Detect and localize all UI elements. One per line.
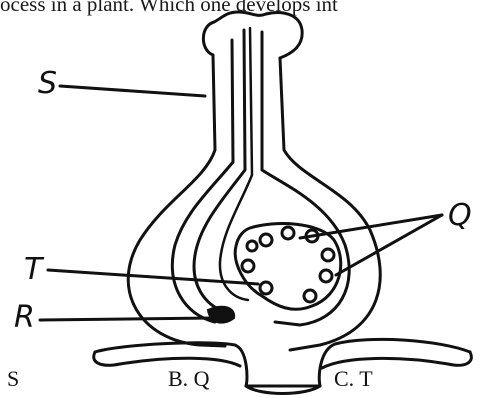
style-outer-wall-right [280, 58, 380, 350]
option-c: C. T [334, 366, 373, 392]
label-t: T [24, 252, 42, 287]
label-s: S [38, 66, 57, 101]
option-b: B. Q [168, 366, 210, 392]
receptacle [95, 339, 470, 386]
synergid-dark [208, 307, 234, 323]
pointer-r [40, 318, 214, 320]
pointer-s [60, 86, 205, 96]
nucleus [282, 227, 294, 239]
nucleus [260, 234, 272, 246]
label-r: R [14, 300, 35, 335]
nucleus [247, 241, 257, 251]
embryo-sac [235, 224, 341, 310]
nucleus [322, 249, 334, 261]
nucleus [260, 282, 272, 294]
nucleus [320, 270, 332, 282]
nucleus [242, 260, 254, 272]
receptacle-lower [94, 352, 240, 366]
nucleus [304, 290, 316, 302]
style-head [203, 12, 302, 58]
option-a: . S [0, 366, 19, 392]
pointer-t [48, 270, 258, 284]
label-q: Q [448, 198, 472, 233]
